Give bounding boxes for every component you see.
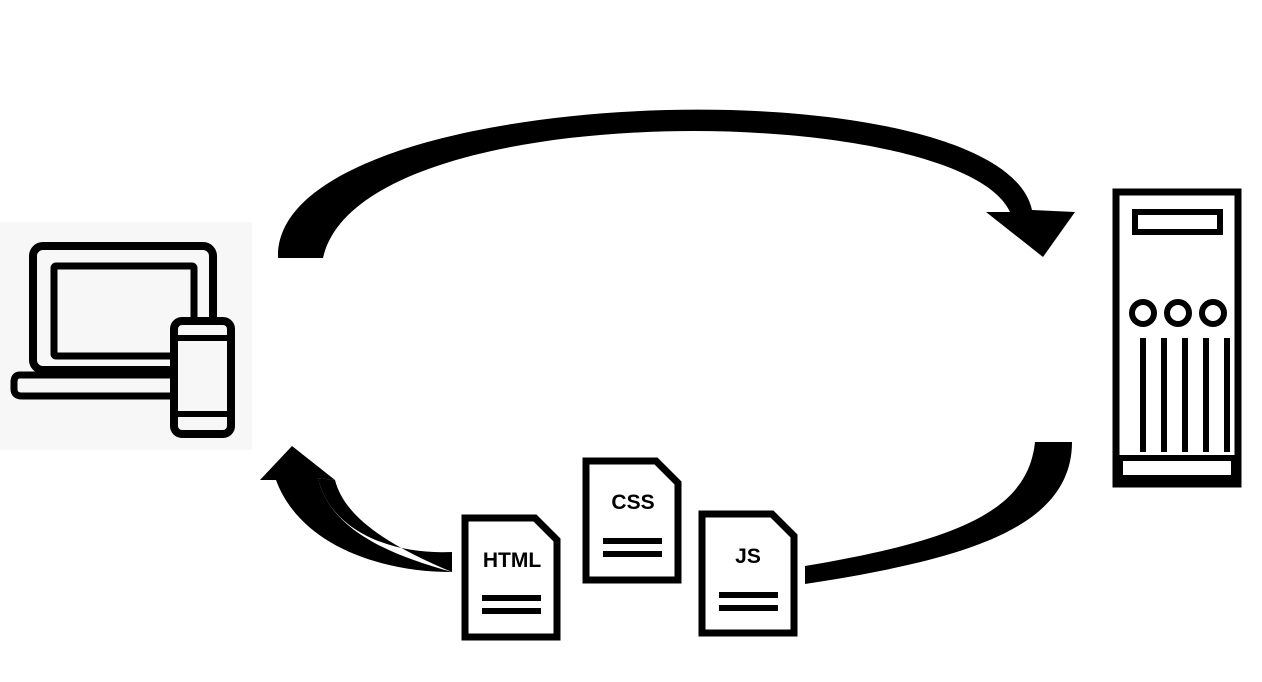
document-icon: [698, 510, 798, 637]
file-label: JS: [735, 545, 761, 568]
request-arrow: [277, 109, 1075, 258]
document-icon: [582, 457, 682, 584]
document-icon: [461, 514, 561, 641]
client-device: [0, 222, 252, 450]
file-html: HTML: [461, 514, 561, 641]
file-label: CSS: [611, 491, 654, 514]
file-label: HTML: [483, 549, 541, 572]
curved-arrow-icon: [277, 109, 1075, 258]
server-tower-icon: [1112, 188, 1242, 488]
curved-arrow-icon: [318, 478, 452, 572]
file-js: JS: [698, 510, 798, 637]
file-css: CSS: [582, 457, 682, 584]
response-arrow: [260, 442, 1072, 584]
laptop-and-phone-icon: [10, 242, 235, 438]
curved-arrow-icon: [805, 442, 1072, 584]
curved-arrow-icon: [260, 446, 452, 572]
